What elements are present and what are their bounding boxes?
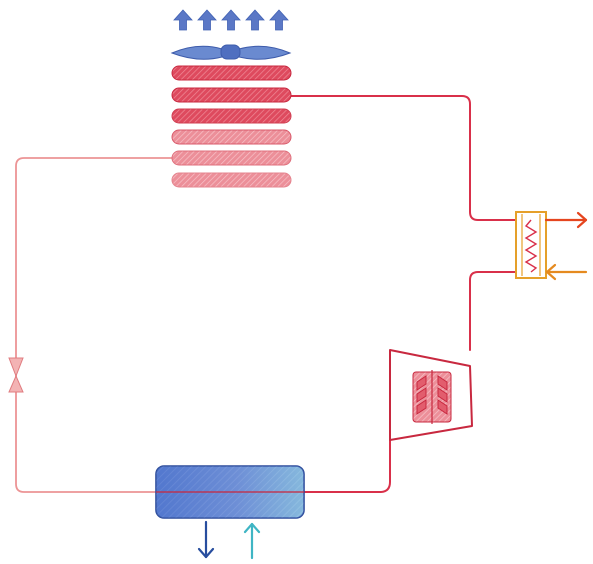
airflow-arrow-icon: [245, 9, 265, 31]
refrigerant-piping: [15, 95, 517, 493]
hx-arrows: [544, 211, 588, 281]
compressor-icon: [389, 349, 473, 441]
pipe-compressor-discharge: [469, 271, 517, 351]
cold-inlet-arrow-icon: [545, 263, 588, 281]
airflow-arrow-icon: [173, 9, 193, 31]
pipe-suction-line: [303, 439, 391, 493]
airflow-arrow-icon: [197, 9, 217, 31]
expansion-valve-icon: [8, 357, 24, 393]
fan-icon: [170, 44, 292, 60]
evaporator-icon: [155, 465, 305, 519]
water-outlet-arrow-icon: [197, 520, 215, 559]
airflow-arrows: [173, 9, 289, 31]
water-inlet-arrow-icon: [243, 522, 261, 560]
pipe-liquid-line: [15, 157, 173, 493]
pipe-hot-discharge: [290, 95, 517, 221]
water-arrows: [197, 520, 261, 560]
heat-exchanger-icon: [515, 211, 547, 279]
airflow-arrow-icon: [221, 9, 241, 31]
condenser-coil-icon: [171, 65, 292, 188]
compressor-rotor: [412, 370, 452, 424]
airflow-arrow-icon: [269, 9, 289, 31]
hot-outlet-arrow-icon: [544, 211, 588, 229]
